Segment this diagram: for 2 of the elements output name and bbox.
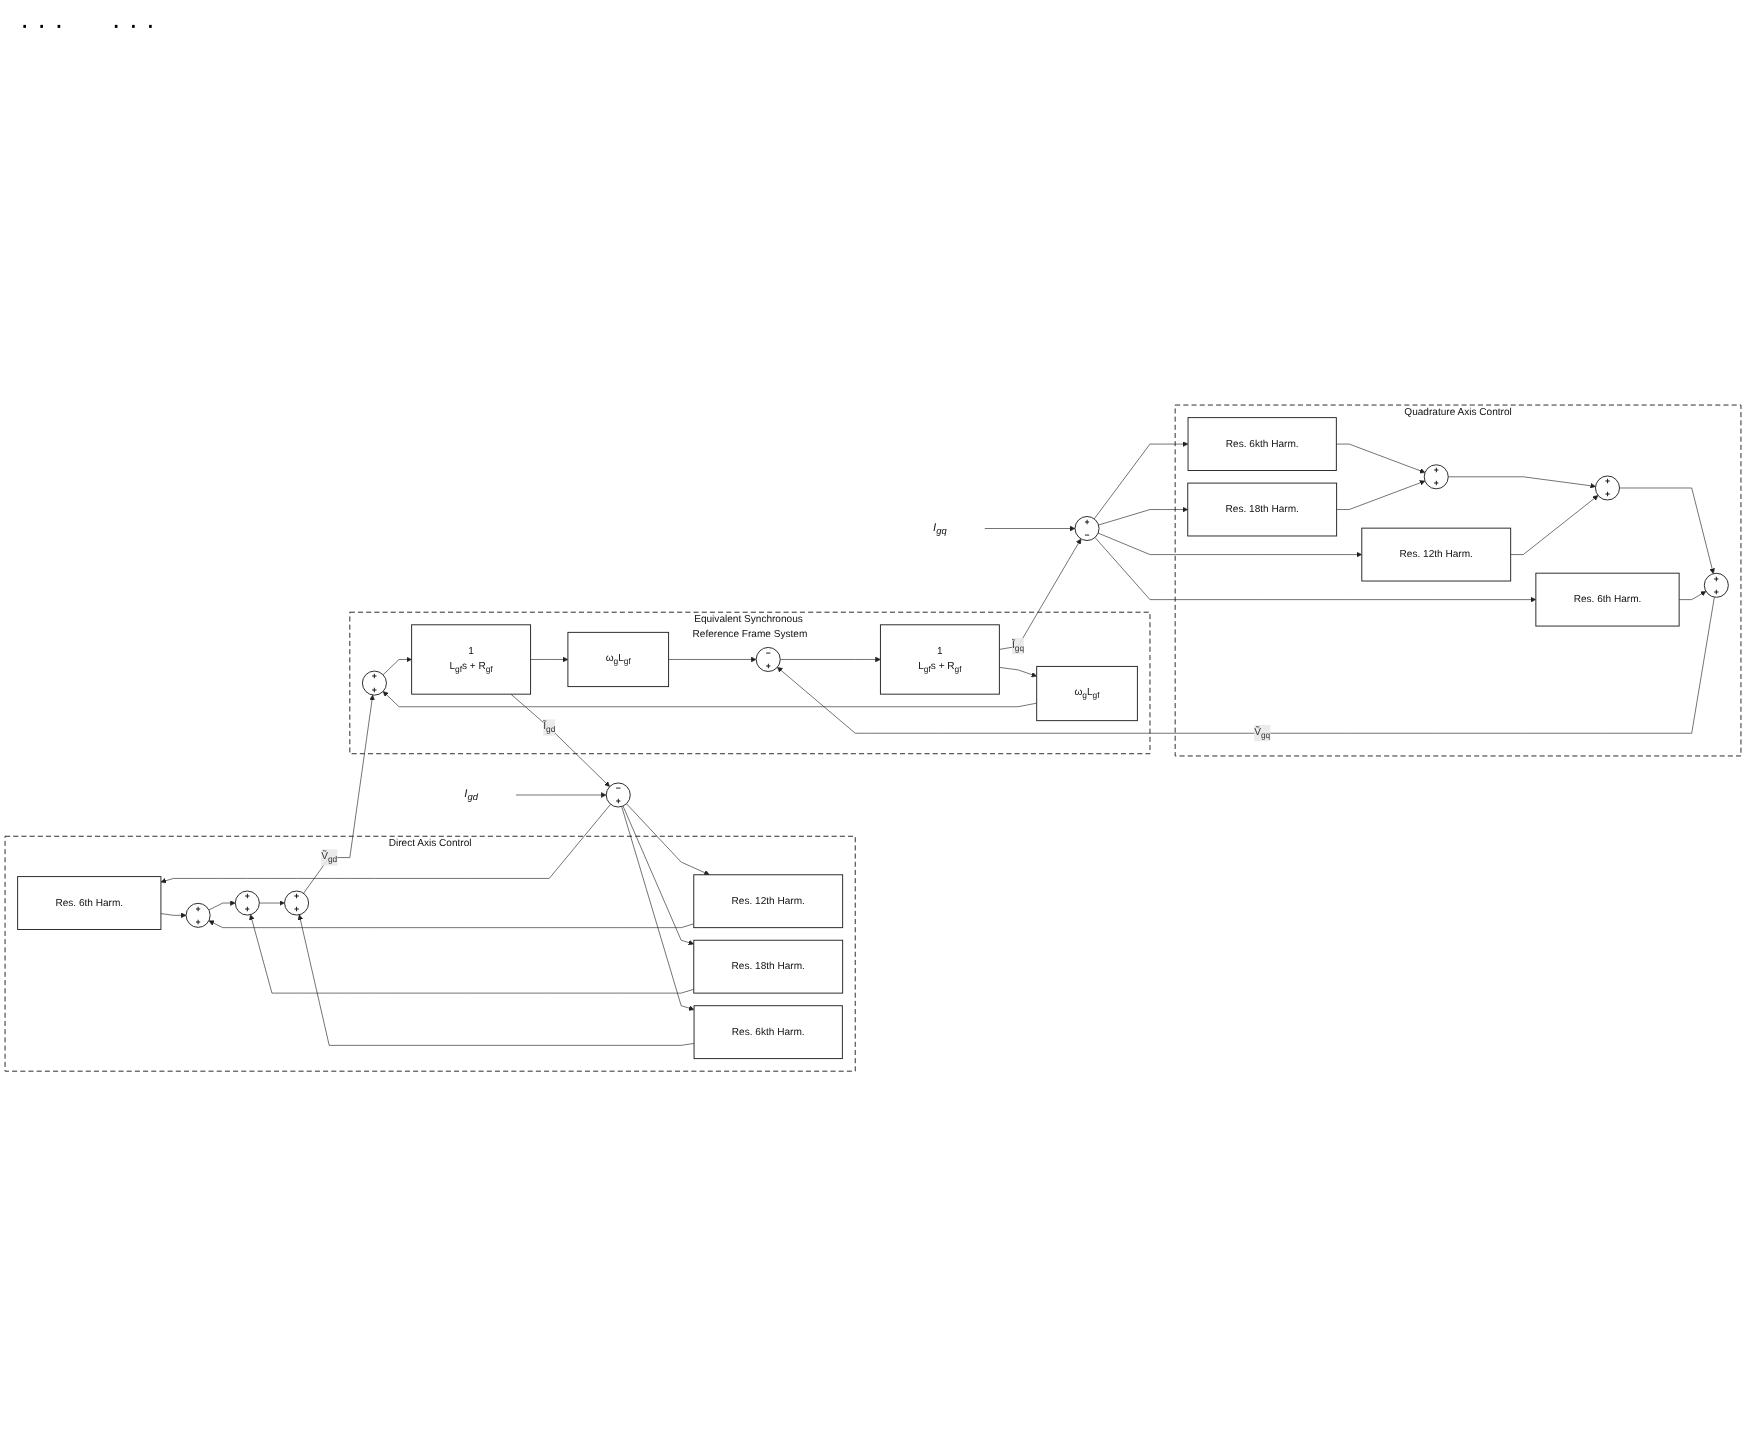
ellipsis-note: · · ·	[111, 8, 156, 40]
ellipsis-note: · · ·	[20, 8, 64, 40]
